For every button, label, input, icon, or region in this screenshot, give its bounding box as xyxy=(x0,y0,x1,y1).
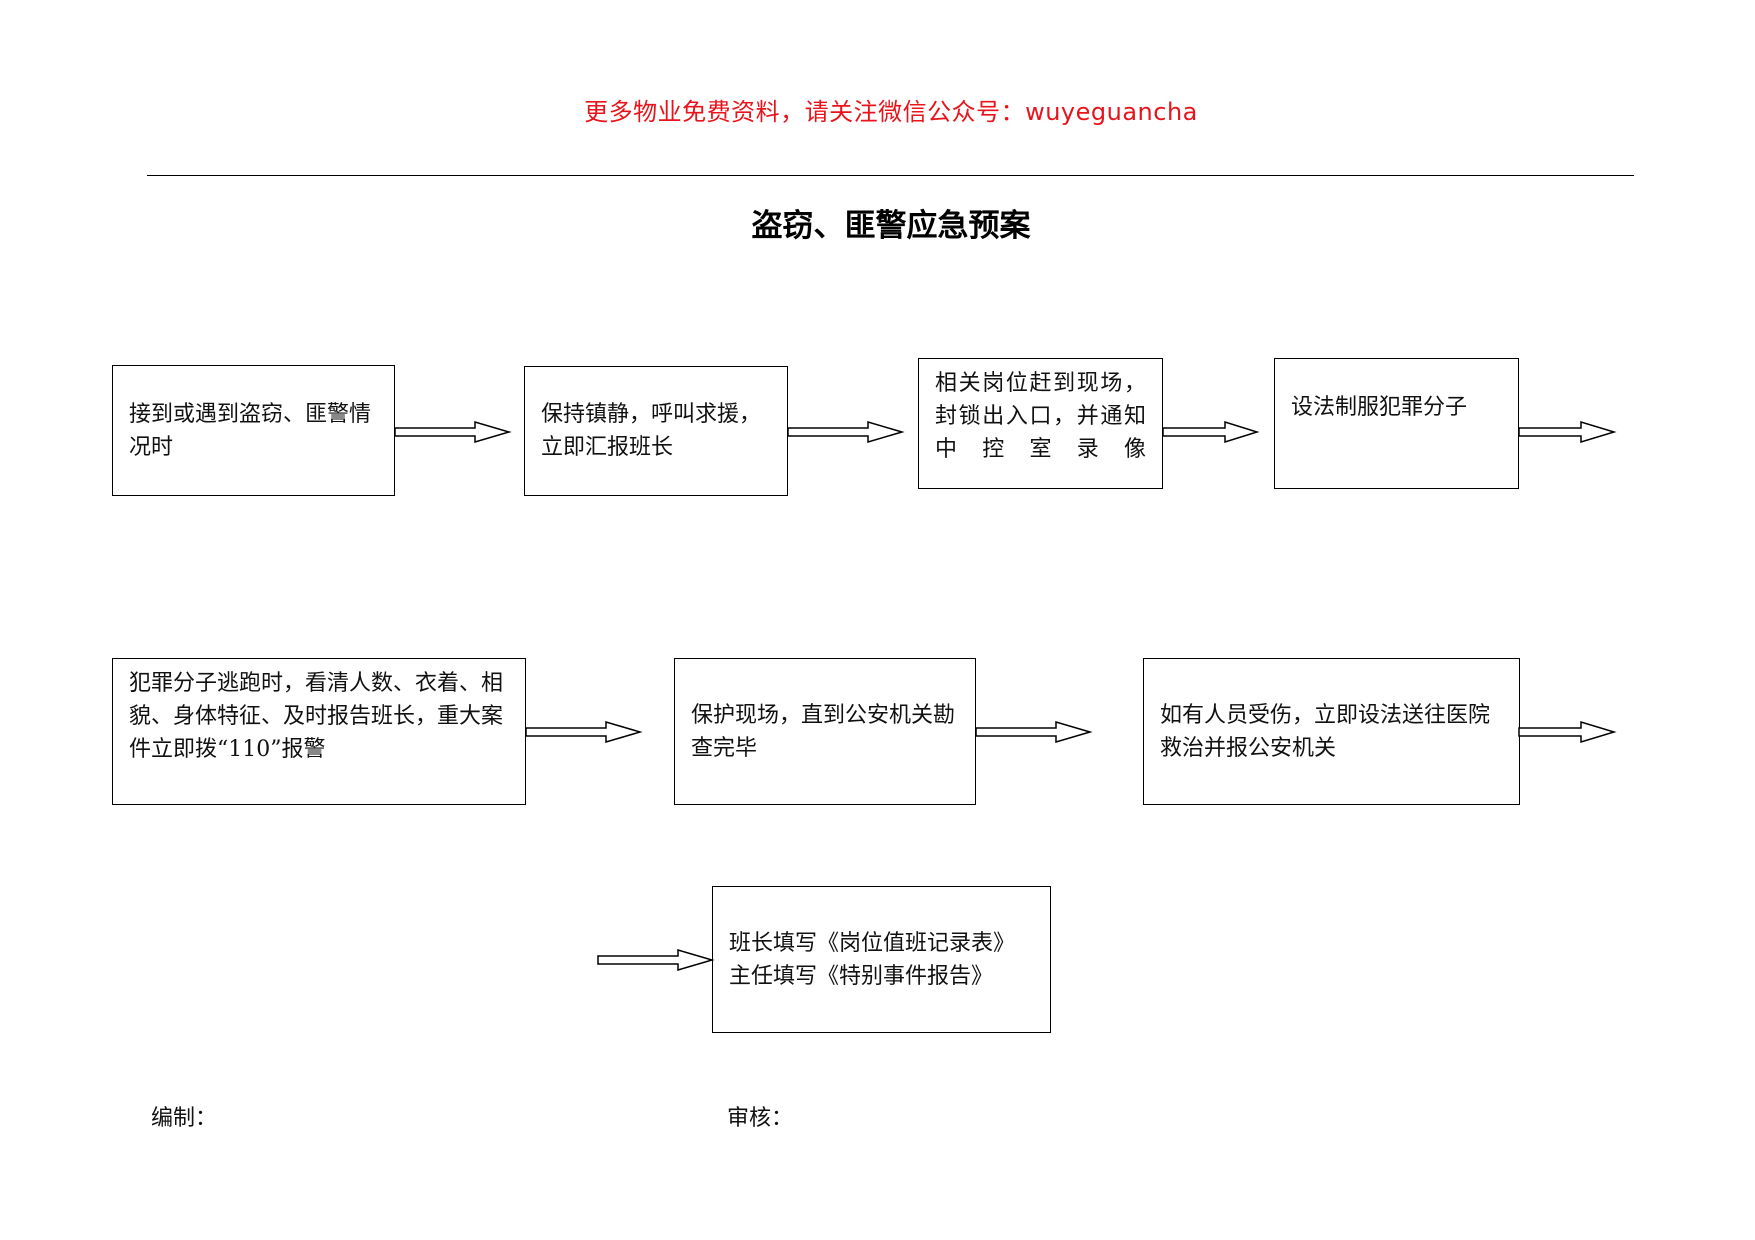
step-4-box: 设法制服犯罪分子 xyxy=(1274,358,1519,489)
step-5-text: 犯罪分子逃跑时，看清人数、衣着、相貌、身体特征、及时报告班长，重大案件立即拨“1… xyxy=(129,671,504,762)
hollow-right-arrow-icon xyxy=(394,420,512,444)
step-1-text: 接到或遇到盗窃、匪警情况时 xyxy=(129,401,372,460)
step-4-text: 设法制服犯罪分子 xyxy=(1291,395,1468,420)
step-8-box: 班长填写《岗位值班记录表》主任填写《特别事件报告》 xyxy=(712,886,1051,1033)
reviewed-by-label: 审核： xyxy=(727,1106,794,1131)
hollow-right-arrow-icon xyxy=(1518,720,1617,744)
step-7-text: 如有人员受伤，立即设法送往医院救治并报公安机关 xyxy=(1160,702,1491,761)
step-3-box: 相关岗位赶到现场，封锁出入口，并通知中控室录像 xyxy=(918,358,1163,489)
hollow-right-arrow-icon xyxy=(1162,420,1260,444)
document-title: 盗窃、匪警应急预案 xyxy=(751,208,1031,244)
step-2-text: 保持镇静，呼叫求援，立即汇报班长 xyxy=(541,402,762,460)
prepared-by-label: 编制： xyxy=(151,1106,218,1131)
step-3-text: 相关岗位赶到现场，封锁出入口，并通知中控室录像 xyxy=(935,371,1146,462)
step-1-box: 接到或遇到盗窃、匪警情况时 xyxy=(112,365,395,496)
hollow-right-arrow-icon xyxy=(975,720,1093,744)
step-7-box: 如有人员受伤，立即设法送往医院救治并报公安机关 xyxy=(1143,658,1520,805)
hollow-right-arrow-icon xyxy=(525,720,643,744)
hollow-right-arrow-icon xyxy=(787,420,905,444)
step-6-box: 保护现场，直到公安机关勘查完毕 xyxy=(674,658,976,805)
step-6-text: 保护现场，直到公安机关勘查完毕 xyxy=(691,702,956,761)
header-divider xyxy=(147,175,1634,176)
hollow-right-arrow-icon xyxy=(597,948,715,972)
step-8-text: 班长填写《岗位值班记录表》主任填写《特别事件报告》 xyxy=(729,930,1016,989)
promo-banner: 更多物业免费资料，请关注微信公众号：wuyeguancha xyxy=(584,98,1198,126)
hollow-right-arrow-icon xyxy=(1518,420,1617,444)
step-2-box: 保持镇静，呼叫求援，立即汇报班长 xyxy=(524,366,788,496)
step-5-box: 犯罪分子逃跑时，看清人数、衣着、相貌、身体特征、及时报告班长，重大案件立即拨“1… xyxy=(112,658,526,805)
